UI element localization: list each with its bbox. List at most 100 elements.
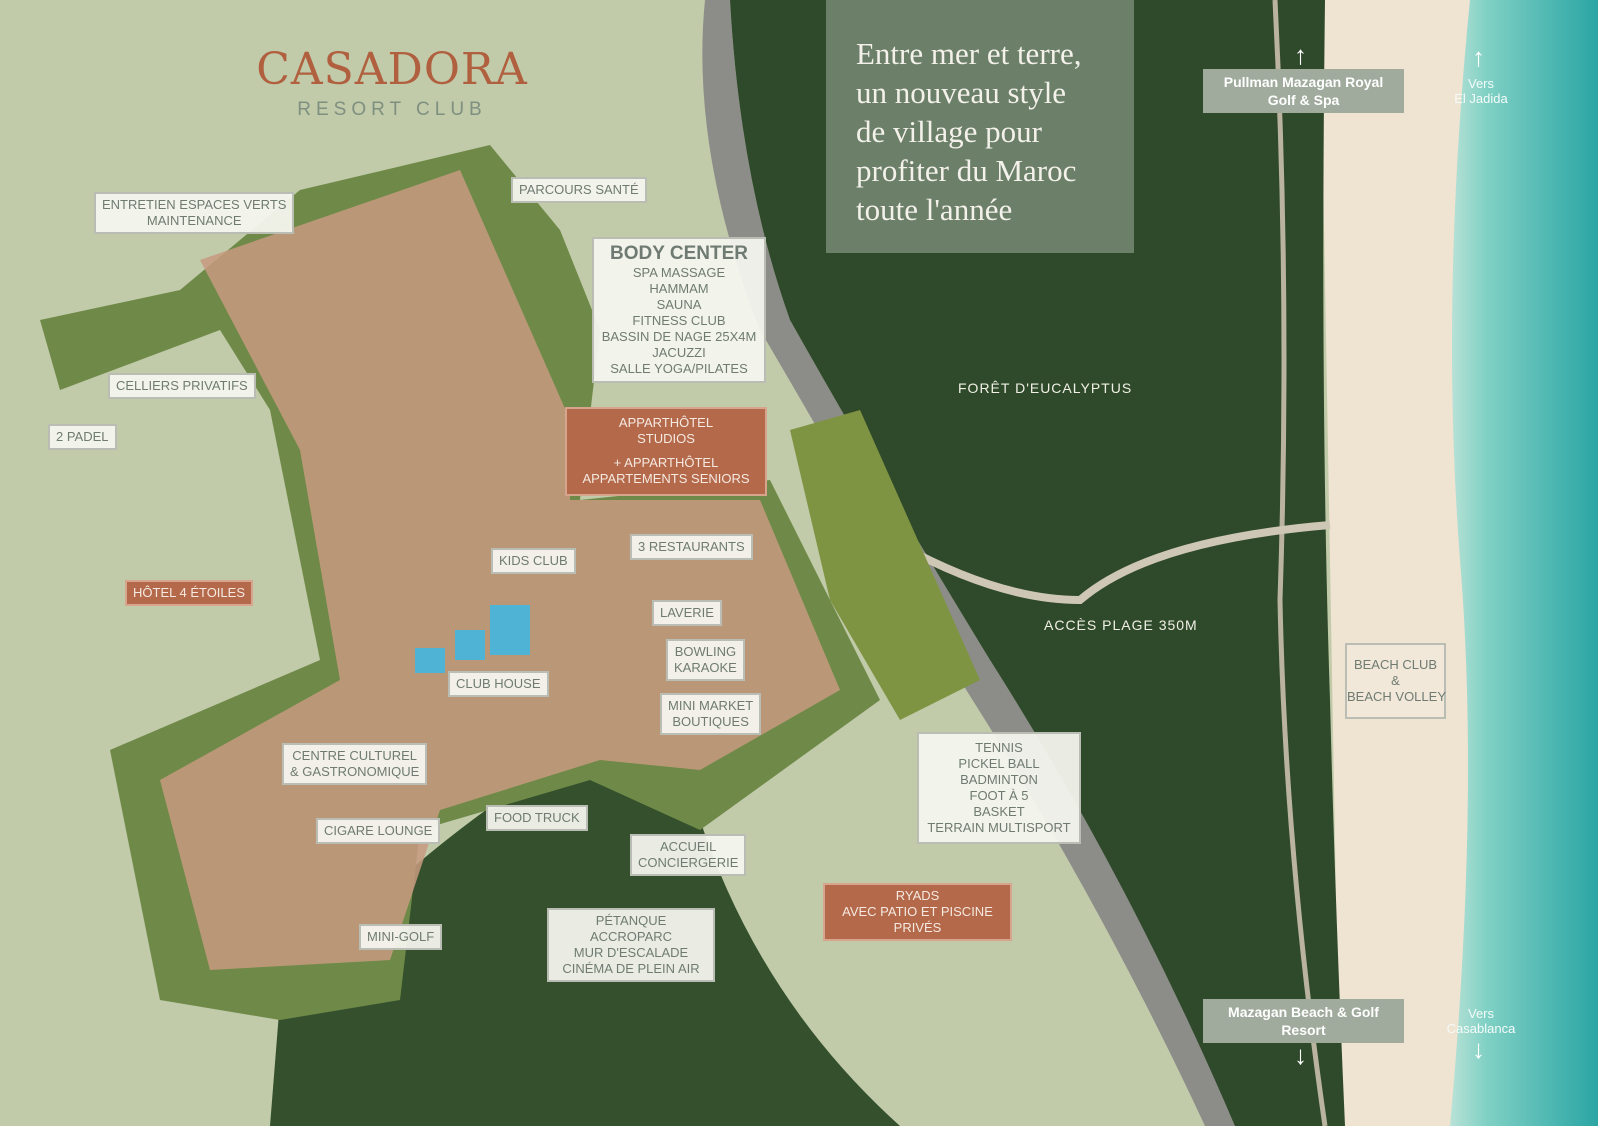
label-text: Salle yoga/pilates	[610, 361, 748, 376]
label-laverie[interactable]: Laverie	[652, 600, 722, 626]
label-text: + Apparthôtel	[613, 455, 719, 470]
pool	[455, 630, 485, 660]
label-mini-golf[interactable]: Mini-golf	[359, 924, 443, 950]
label-text: Celliers privatifs	[116, 378, 248, 393]
label-entretien[interactable]: Entretien espaces vertsMaintenance	[94, 192, 295, 234]
label-text: Pullman Mazagan Royal	[1223, 74, 1384, 90]
label-accueil[interactable]: AccueilConciergerie	[630, 834, 747, 876]
label-text: avec patio et piscine	[842, 904, 993, 919]
label-bowling[interactable]: BowlingKaraoke	[666, 639, 745, 681]
label-text: Cinéma de plein air	[562, 961, 700, 976]
label-text: Club house	[456, 676, 541, 691]
label-text: & gastronomique	[290, 764, 420, 779]
forest	[730, 0, 1345, 1126]
beach	[1320, 0, 1470, 1126]
label-text: Foot à 5	[969, 788, 1029, 803]
label-apparthotel[interactable]: ApparthôtelStudios+ ApparthôtelApparteme…	[565, 407, 767, 496]
beach-path	[898, 521, 1331, 605]
label-text: Mini market	[668, 698, 754, 713]
arrow-up-icon: ↑	[1294, 40, 1307, 70]
label-text: Maintenance	[146, 213, 242, 228]
label-celliers[interactable]: Celliers privatifs	[108, 373, 256, 399]
label-parcours-sante[interactable]: Parcours santé	[511, 177, 647, 203]
label-text: Terrain multisport	[927, 820, 1071, 835]
label-text: Parcours santé	[519, 182, 639, 197]
label-text: Casablanca	[1446, 1021, 1516, 1036]
label-text: Body Center	[610, 243, 748, 264]
label-text: Mur d'escalade	[573, 945, 689, 960]
label-text: Vers	[1467, 76, 1494, 91]
arrow-down-icon: ↓	[1294, 1040, 1307, 1070]
label-text: Pétanque	[595, 913, 667, 928]
label-text: Accueil	[660, 839, 717, 854]
label-text: Spa massage	[632, 265, 726, 280]
label-text: Jacuzzi	[652, 345, 706, 360]
headline-line: profiter du Maroc	[856, 153, 1077, 188]
logo-subtitle: RESORT CLUB	[297, 99, 487, 120]
headline-line: de village pour	[856, 114, 1042, 149]
sports-field	[790, 410, 980, 720]
label-text: Conciergerie	[638, 855, 739, 870]
label-food-truck[interactable]: Food truck	[486, 805, 588, 831]
label-text: Resort	[1281, 1022, 1326, 1038]
label-text: Beach club	[1353, 657, 1438, 672]
label-beach-club[interactable]: Beach club&Beach volley	[1345, 643, 1446, 719]
label-text: Fitness club	[632, 313, 726, 328]
label-text: Hôtel 4 étoiles	[133, 585, 245, 600]
coast-road	[1272, 0, 1328, 1126]
label-text: 3 Restaurants	[638, 539, 745, 554]
label-text: El Jadida	[1454, 91, 1508, 106]
label-text: Mazagan Beach & Golf	[1228, 1004, 1379, 1020]
label-text: Beach volley	[1347, 689, 1446, 704]
label-restaurants[interactable]: 3 Restaurants	[630, 534, 753, 560]
headline-line: un nouveau style	[856, 75, 1067, 110]
label-text: Kids club	[499, 553, 568, 568]
label-text: &	[1391, 673, 1400, 688]
label-kids-club[interactable]: Kids club	[491, 548, 576, 574]
label-ryads[interactable]: Ryadsavec patio et piscineprivés	[823, 883, 1012, 941]
label-text: Bowling	[674, 644, 737, 659]
label-padel[interactable]: 2 Padel	[48, 424, 117, 450]
label-text: 2 Padel	[56, 429, 109, 444]
label-text: Apparthôtel	[618, 415, 714, 430]
label-text: Hammam	[649, 281, 709, 296]
label-petanque[interactable]: PétanqueAccroparcMur d'escaladeCinéma de…	[547, 908, 715, 982]
label-text: Golf & Spa	[1267, 92, 1340, 108]
ocean	[1440, 0, 1598, 1126]
forest-label: Forêt d'eucalyptus	[958, 380, 1133, 396]
label-text: Boutiques	[672, 714, 749, 729]
casadora-logo: CASADORA RESORT CLUB	[252, 44, 532, 121]
label-text: Vers	[1467, 1006, 1494, 1021]
label-text: Ryads	[895, 888, 940, 903]
headline-line: toute l'année	[856, 192, 1013, 227]
beach-access-label: Accès plage 350m	[1044, 617, 1198, 633]
label-text: Studios	[637, 431, 695, 446]
label-mini-market[interactable]: Mini marketBoutiques	[660, 693, 762, 735]
label-text: Laverie	[660, 605, 714, 620]
pool	[490, 605, 530, 655]
label-body-center[interactable]: Body Center Spa massageHammamSaunaFitnes…	[592, 237, 766, 383]
label-text: Entretien espaces verts	[102, 197, 287, 212]
label-hotel[interactable]: Hôtel 4 étoiles	[125, 580, 253, 606]
arrow-up-icon: ↑	[1472, 42, 1485, 72]
label-centre-culturel[interactable]: Centre culturel& gastronomique	[282, 743, 428, 785]
label-tennis[interactable]: TennisPickel ballBadmintonFoot à 5Basket…	[917, 732, 1081, 844]
label-text: Cigare lounge	[324, 823, 433, 838]
label-cigare-lounge[interactable]: Cigare lounge	[316, 818, 441, 844]
arrow-down-icon: ↓	[1472, 1034, 1485, 1064]
label-text: Mini-golf	[367, 929, 435, 944]
headline-line: Entre mer et terre,	[856, 36, 1082, 71]
label-text: Basket	[973, 804, 1025, 819]
label-text: Karaoke	[674, 660, 737, 675]
headline-panel: Entre mer et terre, un nouveau style de …	[826, 0, 1134, 253]
label-text: privés	[893, 920, 942, 935]
label-club-house[interactable]: Club house	[448, 671, 549, 697]
label-text: Accroparc	[589, 929, 673, 944]
label-text: Sauna	[656, 297, 702, 312]
label-text: Centre culturel	[292, 748, 417, 763]
